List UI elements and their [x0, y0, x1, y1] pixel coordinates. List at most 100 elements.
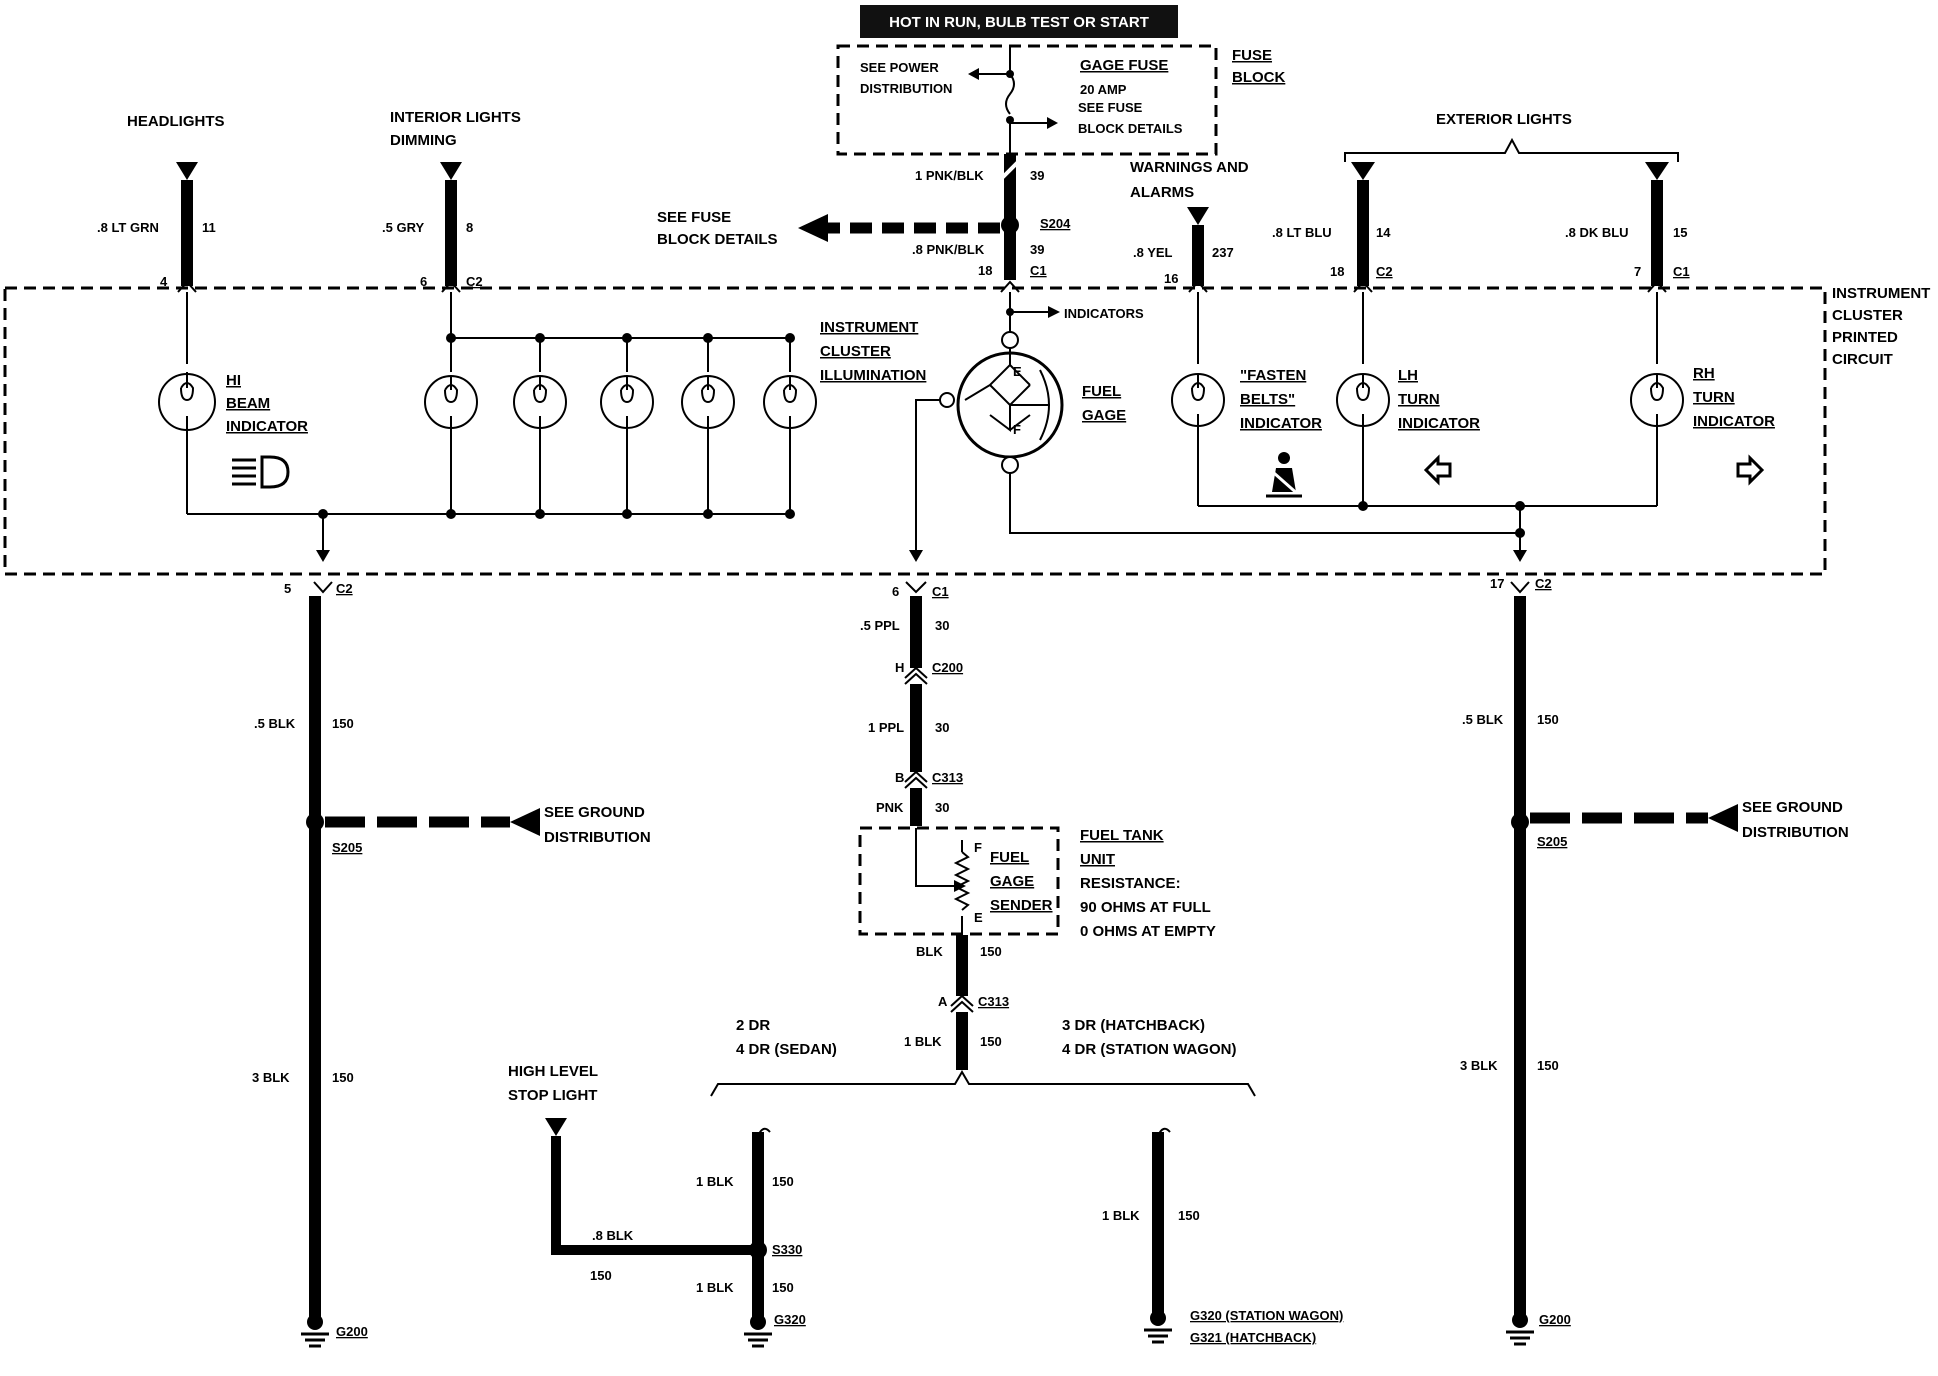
- rh-turn-label-3: INDICATOR: [1693, 413, 1775, 430]
- fuel-gage-label-1: FUEL: [1082, 383, 1121, 400]
- see-fuse-left-label-2: BLOCK DETAILS: [657, 231, 778, 248]
- wire-39-break: [1000, 160, 1020, 180]
- rh-turn-label-2: TURN: [1693, 389, 1735, 406]
- sender-resistor: [953, 851, 971, 911]
- high-level-wire: [551, 1136, 758, 1255]
- center-w1-gauge: .5 PPL: [860, 618, 900, 633]
- wire-39b-conn: C1: [1030, 263, 1047, 278]
- hot-label: HOT IN RUN, BULB TEST OR START: [889, 14, 1149, 31]
- hi-beam-label-1: HI: [226, 372, 241, 389]
- lh-turn-label-3: INDICATOR: [1398, 415, 1480, 432]
- g-right-label-1: G320 (STATION WAGON): [1190, 1308, 1343, 1323]
- left-ground-w1-gauge: .5 BLK: [254, 716, 296, 731]
- see-power-label-2: DISTRIBUTION: [860, 81, 952, 96]
- lt-blu-circuit: 14: [1376, 225, 1391, 240]
- high-level-feed-arrow: [545, 1118, 567, 1136]
- lh-turn-label-2: TURN: [1398, 391, 1440, 408]
- see-power-arrowhead: [968, 68, 979, 80]
- connector-c313a: [950, 994, 974, 1013]
- fuel-gage-terminal-left: [939, 392, 955, 408]
- sender-f: F: [974, 840, 982, 855]
- warnings-label-2: ALARMS: [1130, 184, 1194, 201]
- high-level-label-1: HIGH LEVEL: [508, 1063, 598, 1080]
- right-ground-label: G200: [1539, 1312, 1571, 1327]
- warnings-circuit: 237: [1212, 245, 1234, 260]
- see-fuse-inner-arrowhead: [1047, 117, 1058, 129]
- illum-bulb-filament: [783, 376, 798, 432]
- lh-turn-filament: [1356, 374, 1371, 430]
- left-splice-s205: [306, 813, 324, 831]
- connector-pin-dk-blu: [1647, 280, 1667, 293]
- fuel-gage-label-2: GAGE: [1082, 407, 1126, 424]
- wire-39b-pin: 18: [978, 263, 992, 278]
- high-level-label-2: STOP LIGHT: [508, 1087, 597, 1104]
- fuel-gage-terminal-top: [1001, 331, 1019, 349]
- see-fuse-inner-label-2: BLOCK DETAILS: [1078, 121, 1183, 136]
- right-ground-symbol: [1506, 1312, 1534, 1346]
- illumination-bulbs: [424, 292, 817, 519]
- center-w2-gauge: 1 PPL: [868, 720, 904, 735]
- tank-label-3: RESISTANCE:: [1080, 875, 1181, 892]
- w-b-gauge: 1 BLK: [696, 1280, 734, 1295]
- fuel-gage-ground-lead: [1009, 473, 1520, 534]
- center-conn: C1: [932, 584, 949, 599]
- gage-fuse-name: GAGE FUSE: [1080, 57, 1168, 74]
- center-w3-circuit: 30: [935, 800, 949, 815]
- left-see-ground-label: SEE GROUND: [544, 804, 645, 821]
- w-r-circuit: 150: [1178, 1208, 1200, 1223]
- g320-g321-ground-symbol: [1144, 1310, 1172, 1344]
- cluster-left-arrow: [316, 550, 330, 562]
- center-w2-circuit: 30: [935, 720, 949, 735]
- w-a-circuit: 150: [772, 1174, 794, 1189]
- left-ground-label: G200: [336, 1324, 368, 1339]
- wire-39-gauge: 1 PNK/BLK: [915, 168, 984, 183]
- wire-39b-circuit: 39: [1030, 242, 1044, 257]
- gage-fuse-rating: 20 AMP: [1080, 82, 1127, 97]
- right-see-ground-label: SEE GROUND: [1742, 799, 1843, 816]
- illum-bulb-filament: [701, 376, 716, 432]
- interior-gauge: .5 GRY: [382, 220, 424, 235]
- sender-e: E: [974, 910, 983, 925]
- exterior-label: EXTERIOR LIGHTS: [1436, 111, 1572, 128]
- g-right-label-2: G321 (HATCHBACK): [1190, 1330, 1316, 1345]
- connector-pin-headlights: [177, 280, 197, 293]
- fuse-block-box: [836, 44, 1218, 156]
- lt-blu-pin: 18: [1330, 264, 1344, 279]
- left-ground-w2-circuit: 150: [332, 1070, 354, 1085]
- stop-wire-gauge: .8 BLK: [592, 1228, 634, 1243]
- fuel-tank-unit-box: [858, 826, 1060, 936]
- interior-label-2: DIMMING: [390, 132, 457, 149]
- illum-bulb-filament: [533, 376, 548, 432]
- see-fuse-inner-label: SEE FUSE: [1078, 100, 1143, 115]
- left-ground-connector: [313, 581, 333, 594]
- tank-label-4: 90 OHMS AT FULL: [1080, 899, 1211, 916]
- splice-s204: [1001, 216, 1019, 234]
- lt-blu-feed-arrow: [1351, 162, 1375, 180]
- left-see-ground-label-2: DISTRIBUTION: [544, 829, 651, 846]
- center-pin: 6: [892, 584, 899, 599]
- sender-label-1: FUEL: [990, 849, 1029, 866]
- variant-left-2: 4 DR (SEDAN): [736, 1041, 837, 1058]
- exterior-bracket: [1344, 137, 1679, 162]
- fuel-gage-sender-arrow: [909, 550, 923, 562]
- cluster-title-3: PRINTED: [1832, 329, 1898, 346]
- fasten-label-2: BELTS": [1240, 391, 1295, 408]
- illum-label-2: CLUSTER: [820, 343, 891, 360]
- illum-bus-node: [785, 333, 795, 343]
- variant-right-1: 3 DR (HATCHBACK): [1062, 1017, 1205, 1034]
- interior-feed-arrow: [440, 162, 462, 180]
- left-ground-w2-gauge: 3 BLK: [252, 1070, 290, 1085]
- illum-bulb-filament: [620, 376, 635, 432]
- cluster-right-arrow: [1513, 550, 1527, 562]
- dk-blu-feed-arrow: [1645, 162, 1669, 180]
- illum-label-3: ILLUMINATION: [820, 367, 926, 384]
- center-w4-gauge: BLK: [916, 944, 943, 959]
- indicators-arrowhead: [1048, 306, 1060, 318]
- c313b-conn: C313: [932, 770, 963, 785]
- see-fuse-left-arrowhead: [798, 214, 828, 242]
- right-see-ground-arrowhead: [1708, 804, 1738, 832]
- left-splice-s205-label: S205: [332, 840, 362, 855]
- center-w1-circuit: 30: [935, 618, 949, 633]
- fuel-gage-terminal-bottom: [1001, 456, 1019, 474]
